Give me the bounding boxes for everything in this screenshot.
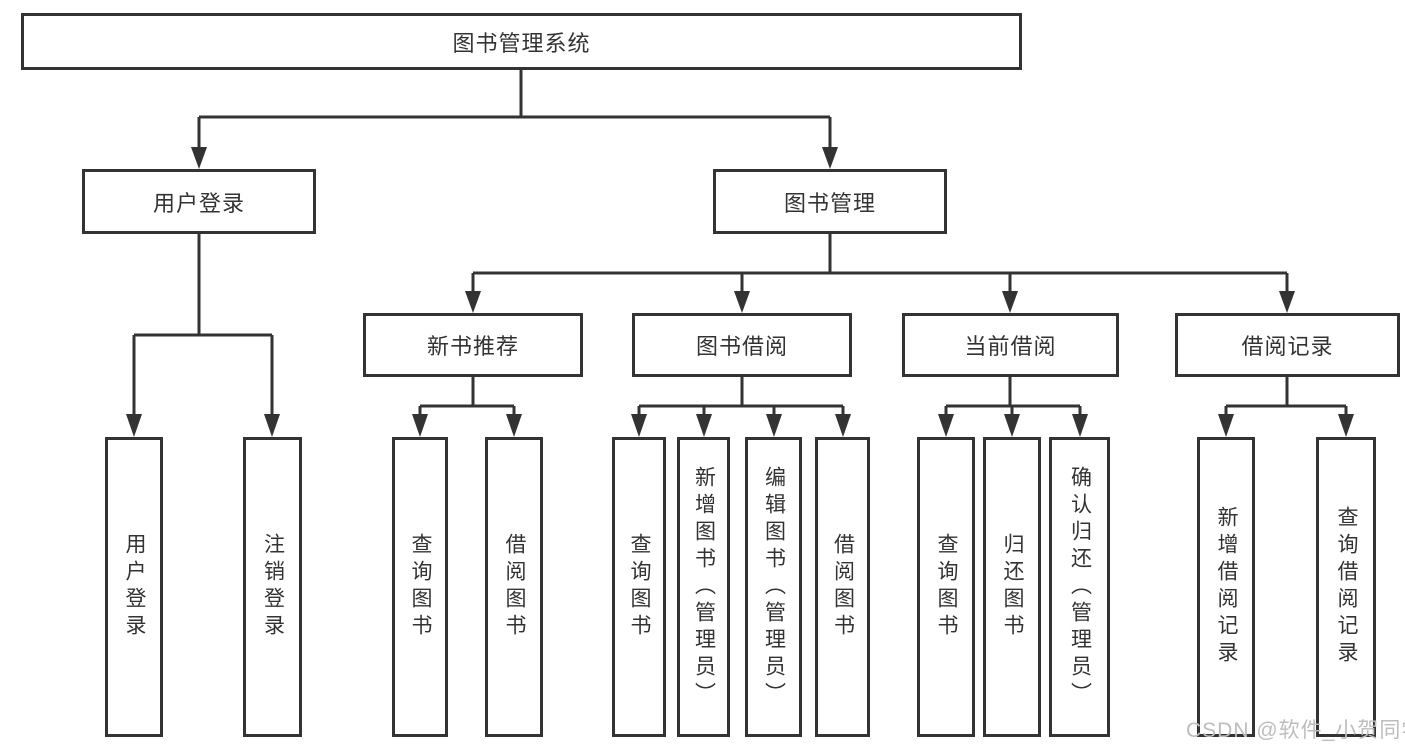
node-borrow-records: 借阅记录 [1175,313,1400,377]
leaf-label: 编辑图书（管理员） [762,465,786,709]
leaf-add-borrow-record: 新增借阅记录 [1197,437,1255,737]
node-label: 图书借阅 [695,334,788,359]
node-label: 图书管理 [783,190,876,216]
leaf-query-books-borrow: 查询图书 [612,437,666,737]
node-label: 用户登录 [152,190,245,216]
leaf-return-books: 归还图书 [983,437,1041,737]
leaf-user-login: 用户登录 [105,437,163,737]
leaf-query-books-recommend: 查询图书 [392,437,448,737]
leaf-borrow-books-recommend: 借阅图书 [485,437,543,737]
leaf-label: 查询借阅记录 [1335,506,1358,668]
arrowhead [696,414,712,437]
arrowheads-level3 [465,291,1295,313]
arrowhead [835,414,851,437]
node-label: 借阅记录 [1241,334,1334,359]
node-user-login: 用户登录 [82,169,316,234]
node-current-borrow: 当前借阅 [902,313,1119,377]
leaf-label: 借阅图书 [503,533,526,641]
arrowhead [631,414,647,437]
arrowhead [766,414,782,437]
leaf-label: 借阅图书 [831,533,855,641]
arrowhead [1002,291,1018,313]
leaf-borrow-books: 借阅图书 [815,437,870,737]
arrowheads-level2 [191,147,838,169]
connector-current-borrow-group [944,377,1082,418]
arrowheads-level4 [412,414,1354,437]
connector-book-management-to-level3 [471,233,1289,294]
leaf-confirm-return-admin: 确认归还（管理员） [1049,437,1110,737]
arrowhead [506,414,522,437]
arrowhead [264,414,280,437]
leaf-label: 查询图书 [409,533,432,641]
arrowhead [822,147,838,169]
arrowhead [734,291,750,313]
leaf-query-borrow-record: 查询借阅记录 [1316,437,1376,737]
arrowhead [1338,414,1354,437]
leaf-label: 新增图书（管理员） [692,465,716,709]
csdn-watermark: CSDN @软件_小贺同学 [1186,719,1405,742]
leaf-label: 确认归还（管理员） [1068,465,1092,709]
connector-user-login-group [132,233,274,418]
arrowhead [126,414,142,437]
arrowhead [1072,414,1088,437]
node-root-library-system: 图书管理系统 [21,13,1022,70]
node-label: 图书管理系统 [452,30,591,56]
leaf-edit-books-admin: 编辑图书（管理员） [745,437,802,737]
leaf-label: 查询图书 [628,533,651,641]
node-book-borrow: 图书借阅 [632,313,852,377]
connector-new-book-recommend-group [418,377,516,418]
arrowhead [412,414,428,437]
leaf-label: 归还图书 [1001,533,1024,641]
node-label: 当前借阅 [964,334,1057,359]
arrowhead [1218,414,1234,437]
arrowheads-user-login-group [126,414,280,437]
leaf-label: 注销登录 [261,533,285,641]
leaf-add-books-admin: 新增图书（管理员） [677,437,730,737]
leaf-logout: 注销登录 [243,437,302,737]
node-label: 新书推荐 [426,334,519,359]
leaf-query-books-current: 查询图书 [917,437,975,737]
connector-book-borrow-group [637,377,845,418]
node-new-book-recommend: 新书推荐 [363,313,583,377]
node-book-management: 图书管理 [713,169,947,234]
arrowhead [938,414,954,437]
connector-borrow-records-group [1224,377,1348,418]
arrowhead [465,291,481,313]
connector-root-to-level2 [197,69,832,150]
arrowhead [1004,414,1020,437]
leaf-label: 新增借阅记录 [1215,506,1238,668]
leaf-label: 用户登录 [123,533,146,641]
arrowhead [1279,291,1295,313]
arrowhead [191,147,207,169]
leaf-label: 查询图书 [935,533,958,641]
